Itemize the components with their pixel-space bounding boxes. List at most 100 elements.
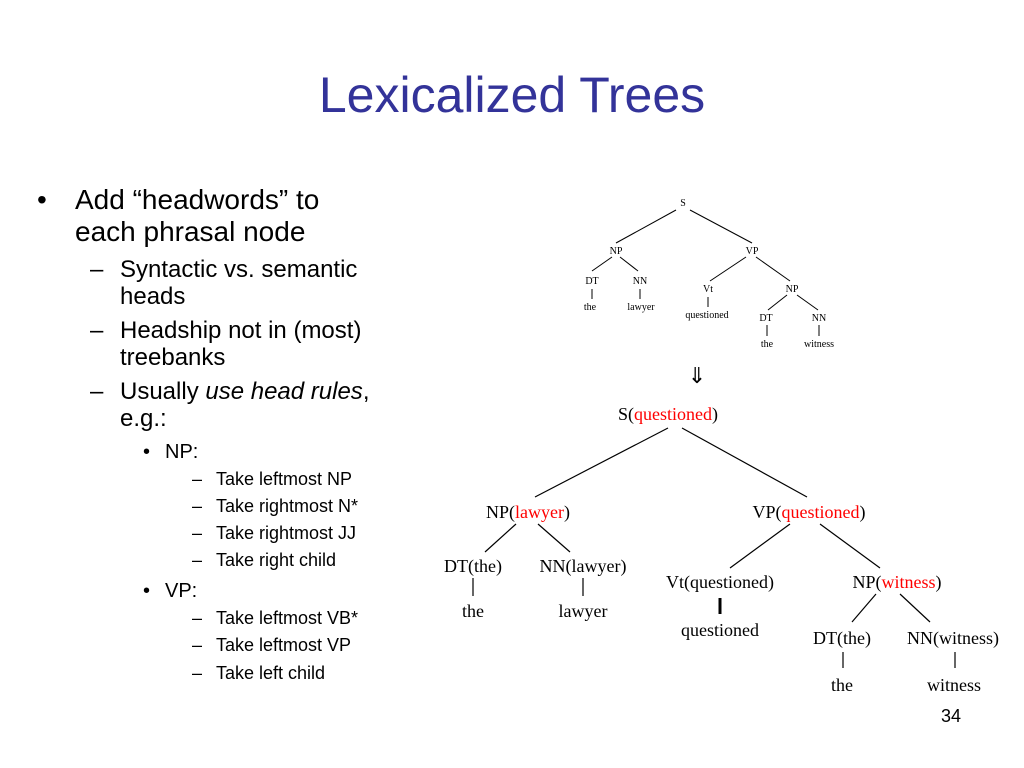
lex-node-dt2: DT(the) (813, 628, 871, 649)
vp-rule-item: – Take left child (192, 662, 326, 684)
rule-text: Take rightmost N* (216, 496, 359, 516)
lex-leaf-questioned: questioned (681, 620, 759, 640)
vp-rules-heading: • VP: (143, 579, 198, 603)
np-label: NP: (165, 441, 199, 463)
rule-text: Take leftmost NP (216, 469, 353, 489)
tree-node-s: S (680, 198, 686, 209)
lexicalized-parse-tree (472, 427, 956, 668)
tree-edge (484, 523, 517, 553)
rule-text: Take rightmost JJ (216, 523, 357, 543)
dash-marker: – (90, 378, 104, 405)
tree-node-vp: VP (746, 246, 759, 257)
bullet-headwords: • Add “headwords” to each phrasal node (37, 184, 320, 248)
plain-parse-tree (591, 209, 820, 336)
lex-node-vt: Vt(questioned) (666, 572, 774, 593)
headword-witness: witness (882, 572, 936, 592)
lex-node-s: S(questioned) (618, 404, 718, 425)
vp-rule-item: – Take leftmost VP (192, 634, 351, 656)
rule-text: Take right child (216, 550, 337, 570)
tree-leaf-the: the (584, 302, 597, 313)
tree-edge (899, 593, 931, 623)
page-number: 34 (941, 706, 962, 726)
np-rule-item: – Take rightmost N* (192, 495, 359, 517)
tree-node-vt: Vt (703, 284, 713, 295)
dash-marker: – (192, 496, 203, 516)
tree-edge (729, 523, 791, 569)
np-rule-item: – Take right child (192, 549, 337, 571)
tree-edge (619, 256, 639, 272)
dash-marker: – (90, 256, 104, 283)
tree-node-np2: NP (786, 284, 799, 295)
tree-edge (681, 427, 808, 498)
np-rules-heading: • NP: (143, 440, 199, 464)
node-close: ) (860, 502, 866, 523)
tree-leaf-witness: witness (804, 339, 834, 350)
node-label: NP( (486, 502, 515, 523)
lexicalized-tree-labels: S(questioned) NP(lawyer) VP(questioned) … (444, 404, 999, 695)
tree-edge (709, 256, 747, 282)
lex-node-np: NP(lawyer) (486, 502, 570, 523)
subbullet-syntactic: – Syntactic vs. semantic heads (90, 256, 358, 310)
tree-node-nn: NN (633, 276, 647, 287)
subbullet-text-line2: heads (120, 283, 186, 310)
bullet-marker: • (143, 580, 151, 602)
tree-node-nn2: NN (812, 313, 826, 324)
node-close: ) (936, 572, 942, 593)
headword-questioned: questioned (782, 502, 860, 522)
node-label: NP( (852, 572, 881, 593)
tree-edge (755, 256, 791, 282)
dash-marker: – (192, 523, 203, 543)
slide-title: Lexicalized Trees (318, 67, 706, 123)
lex-leaf-the2: the (831, 675, 853, 695)
tree-leaf-lawyer: lawyer (627, 302, 655, 313)
vp-label: VP: (165, 580, 198, 602)
node-label: S( (618, 404, 634, 425)
rule-text: Take left child (216, 663, 326, 683)
vp-rule-item: – Take leftmost VB* (192, 607, 359, 629)
plain-tree-labels: S NP VP DT NN Vt NP the lawyer questione… (584, 198, 834, 350)
tree-edge (819, 523, 881, 569)
tree-edge (615, 209, 677, 244)
subbullet-text-line1: Headship not in (most) (120, 317, 362, 344)
dash-marker: – (192, 469, 203, 489)
lex-node-np2: NP(witness) (852, 572, 941, 593)
tree-node-np: NP (610, 246, 623, 257)
node-close: ) (564, 502, 570, 523)
lex-node-nn: NN(lawyer) (540, 556, 627, 577)
dash-marker: – (192, 663, 203, 683)
dash-marker: – (90, 317, 104, 344)
text-usually: Usually (120, 378, 206, 405)
lex-leaf-lawyer: lawyer (559, 601, 608, 621)
tree-edge (796, 294, 819, 311)
tree-leaf-the2: the (761, 339, 774, 350)
tree-node-dt: DT (585, 276, 598, 287)
text-use-head-rules: use head rules (205, 378, 363, 405)
lex-node-dt: DT(the) (444, 556, 502, 577)
bullet-marker: • (143, 441, 151, 463)
dash-marker: – (192, 608, 203, 628)
tree-leaf-questioned: questioned (685, 310, 728, 321)
tree-edge (537, 523, 571, 553)
np-rule-item: – Take leftmost NP (192, 468, 353, 490)
lex-node-vp: VP(questioned) (752, 502, 865, 523)
bullet-text-line1: Add “headwords” to (75, 184, 320, 215)
tree-edge (767, 294, 788, 311)
bullet-text-line2: each phrasal node (75, 216, 306, 247)
headword-lawyer: lawyer (515, 502, 564, 522)
rule-text: Take leftmost VB* (216, 608, 359, 628)
node-close: ) (712, 404, 718, 425)
subbullet-text-line1: Syntactic vs. semantic (120, 256, 358, 283)
lex-node-nn2: NN(witness) (907, 628, 999, 649)
tree-node-dt2: DT (759, 313, 772, 324)
subbullet-headship: – Headship not in (most) treebanks (90, 317, 362, 371)
arrow-down-icon: ⇓ (688, 363, 706, 388)
parse-tree-diagrams: S NP VP DT NN Vt NP the lawyer questione… (444, 198, 999, 695)
dash-marker: – (192, 635, 203, 655)
bullet-marker: • (37, 184, 47, 215)
lex-leaf-witness: witness (927, 675, 981, 695)
tree-edge (591, 256, 613, 272)
subbullet-text-line2: treebanks (120, 344, 226, 371)
node-label: VP( (752, 502, 781, 523)
text-comma: , (362, 378, 370, 405)
headword-questioned: questioned (634, 404, 712, 424)
